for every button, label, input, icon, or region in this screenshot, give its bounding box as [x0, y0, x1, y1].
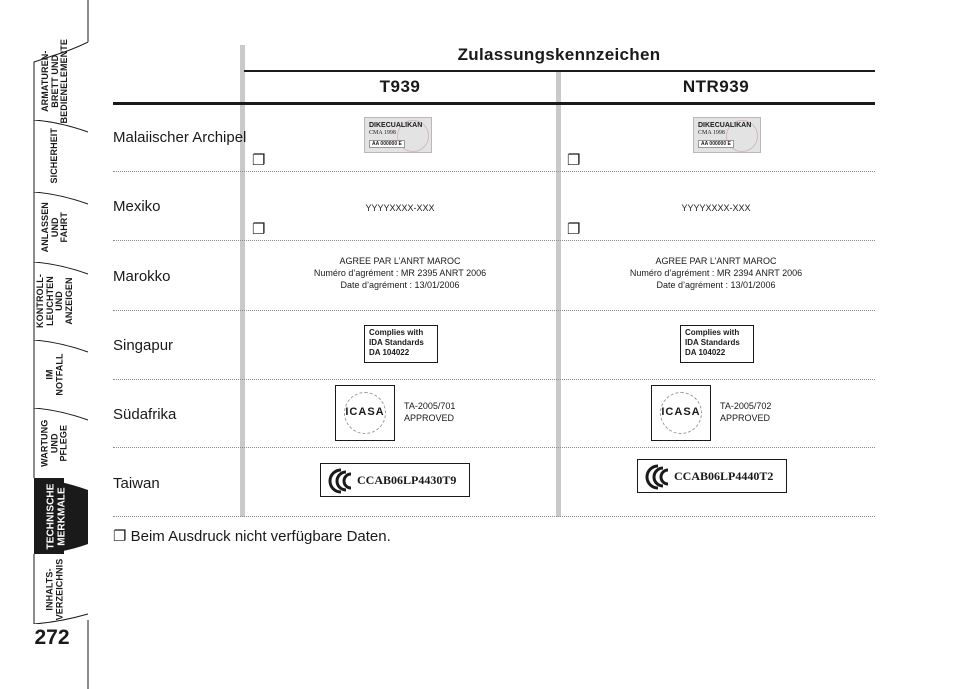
row-divider — [113, 447, 875, 448]
approval-line: Date d’agrément : 13/01/2006 — [340, 280, 460, 290]
ida-line: DA 104022 — [369, 348, 410, 357]
icasa-logo: ICASA — [651, 385, 711, 441]
row-divider — [113, 171, 875, 172]
label-line: DIKECUALIKAN — [369, 122, 423, 129]
label-line: CMA 1998 — [369, 130, 396, 136]
tab-kontrollleuchten[interactable]: KONTROLL- LEUCHTEN UND ANZEIGEN — [0, 262, 90, 340]
stamp-mark — [726, 120, 758, 152]
tab-armaturenbrett[interactable]: ARMATUREN- BRETT UND BEDIENELEMENTE — [0, 39, 90, 123]
icasa-text: ICASA — [345, 406, 385, 418]
label-line: AA 000000 E — [369, 140, 405, 148]
ida-line: Complies with — [369, 328, 424, 337]
country-label: Marokko — [113, 268, 171, 285]
icasa-arc — [660, 392, 702, 434]
country-label: Singapur — [113, 337, 174, 354]
tab-shape — [33, 340, 89, 408]
country-label: Südafrika — [113, 406, 177, 423]
country-label: Taiwan — [113, 475, 160, 492]
ida-line: IDA Standards — [369, 338, 424, 347]
ida-line: DA 104022 — [685, 348, 726, 357]
country-label: Malaiischer Archipel — [113, 129, 247, 146]
approval-text: AGREE PAR L’ANRT MAROC Numéro d’agrément… — [616, 255, 816, 291]
ncc-logo-icon — [328, 468, 352, 494]
tab-technische-merkmale[interactable]: TECHNISCHE MERKMALE — [0, 474, 90, 554]
column-divider — [240, 45, 245, 517]
row-divider — [113, 516, 875, 517]
tab-shape — [33, 408, 89, 478]
tab-shape — [33, 192, 89, 262]
country-label: Mexiko — [113, 198, 161, 215]
approval-line: Numéro d’agrément : MR 2395 ANRT 2006 — [313, 268, 487, 278]
indonesia-label-image: DIKECUALIKAN CMA 1998 AA 000000 E — [693, 117, 761, 153]
tab-inhaltsverzeichnis[interactable]: INHALTS- VERZEICHNIS — [0, 554, 90, 624]
approval-line: Numéro d’agrément : MR 2394 ANRT 2006 — [629, 268, 803, 278]
footnote-text: Beim Ausdruck nicht verfügbare Daten. — [130, 528, 391, 545]
approval-text: TA-2005/702 APPROVED — [720, 400, 840, 424]
stamp-mark — [397, 120, 429, 152]
row-divider — [113, 240, 875, 241]
checkbox-icon: ❐ — [567, 152, 581, 169]
icasa-logo: ICASA — [335, 385, 395, 441]
approval-text: TA-2005/701 APPROVED — [404, 400, 524, 424]
approval-code: YYYYXXXX-XXX — [365, 203, 435, 213]
checkbox-icon: ❐ — [113, 528, 127, 545]
ncc-code: CCAB06LP4430T9 — [357, 473, 457, 487]
approval-text: AGREE PAR L’ANRT MAROC Numéro d’agrément… — [300, 255, 500, 291]
ncc-label: CCAB06LP4430T9 — [320, 463, 470, 497]
row-divider — [113, 310, 875, 311]
chapter-tabs: ARMATUREN- BRETT UND BEDIENELEMENTE SICH… — [0, 0, 92, 689]
column-divider — [556, 72, 561, 517]
tab-wartung[interactable]: WARTUNG UND PFLEGE — [0, 408, 90, 478]
header-rule — [113, 102, 875, 105]
row-divider — [113, 379, 875, 380]
approval-line: TA-2005/701 — [404, 401, 456, 411]
tab-shape — [33, 42, 89, 120]
tab-shape — [33, 554, 89, 624]
checkbox-icon: ❐ — [252, 221, 266, 238]
tab-anlassen[interactable]: ANLASSEN UND FAHRT — [0, 192, 90, 262]
checkbox-icon: ❐ — [252, 152, 266, 169]
tab-edge — [87, 0, 89, 689]
approval-line: AGREE PAR L’ANRT MAROC — [655, 256, 777, 266]
column-header-t939: T939 — [379, 77, 421, 96]
approval-code: YYYYXXXX-XXX — [681, 203, 751, 213]
ncc-code: CCAB06LP4440T2 — [674, 469, 774, 483]
approval-line: APPROVED — [720, 413, 771, 423]
indonesia-label-image: DIKECUALIKAN CMA 1998 AA 000000 E — [364, 117, 432, 153]
ida-label: Complies with IDA Standards DA 104022 — [680, 325, 754, 363]
label-line: AA 000000 E — [698, 140, 734, 148]
icasa-text: ICASA — [661, 406, 701, 418]
ida-line: IDA Standards — [685, 338, 740, 347]
page-number: 272 — [34, 626, 70, 649]
tab-shape-active — [34, 478, 88, 554]
tab-shape — [33, 262, 89, 340]
checkbox-icon: ❐ — [567, 221, 581, 238]
label-line: CMA 1998 — [698, 130, 725, 136]
approval-line: TA-2005/702 — [720, 401, 772, 411]
ida-line: Complies with — [685, 328, 740, 337]
tab-shape — [33, 120, 89, 192]
tab-im-notfall[interactable]: IM NOTFALL — [0, 340, 90, 408]
ida-label: Complies with IDA Standards DA 104022 — [364, 325, 438, 363]
approval-line: Date d’agrément : 13/01/2006 — [656, 280, 776, 290]
approval-line: APPROVED — [404, 413, 455, 423]
title-rule — [244, 70, 875, 72]
table-title: Zulassungskennzeichen — [457, 45, 661, 64]
label-line: DIKECUALIKAN — [698, 122, 752, 129]
tab-sicherheit[interactable]: SICHERHEIT — [0, 120, 90, 192]
approval-line: AGREE PAR L’ANRT MAROC — [339, 256, 461, 266]
ncc-label: CCAB06LP4440T2 — [637, 459, 787, 493]
column-header-ntr939: NTR939 — [682, 77, 750, 96]
icasa-arc — [344, 392, 386, 434]
footnote: ❐ Beim Ausdruck nicht verfügbare Daten. — [113, 527, 391, 545]
ncc-logo-icon — [645, 464, 669, 490]
